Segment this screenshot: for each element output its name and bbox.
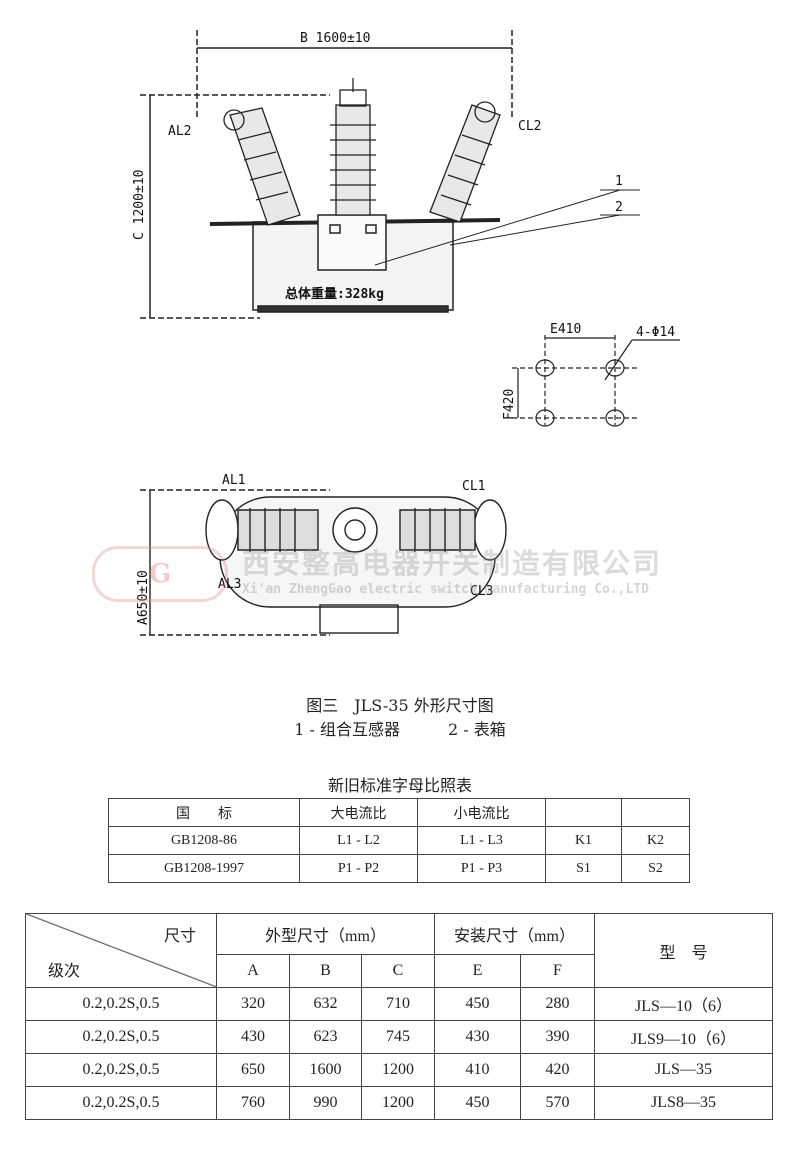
- corner-bottom-label: 级次: [48, 963, 81, 980]
- label-al2: AL2: [168, 124, 191, 139]
- cell-b: 632: [289, 987, 362, 1021]
- cell: K2: [621, 826, 690, 855]
- cell-grade: 0.2,0.2S,0.5: [25, 1020, 217, 1054]
- company-logo: G: [92, 546, 228, 602]
- cell-model: JLS8—35: [594, 1086, 773, 1120]
- cell: L1 - L3: [417, 826, 546, 855]
- table-header-row: 国 标 大电流比 小电流比: [108, 798, 690, 827]
- front-view: [140, 30, 640, 319]
- cell: P1 - P3: [417, 854, 546, 883]
- dimension-table: 尺寸 级次 外型尺寸（mm） 安装尺寸（mm） 型 号 A B C E F 0.…: [25, 913, 773, 1120]
- weight-label: 总体重量:328kg: [285, 286, 384, 302]
- watermark: G 西安整高电器开关制造有限公司 Xi'an ZhengGao electric…: [92, 542, 712, 612]
- standard-comparison-table: 国 标 大电流比 小电流比 GB1208-86 L1 - L2 L1 - L3 …: [108, 798, 690, 883]
- cell-grade: 0.2,0.2S,0.5: [25, 1086, 217, 1120]
- cell-model: JLS—35: [594, 1053, 773, 1087]
- label-al1: AL1: [222, 473, 245, 488]
- corner-top-label: 尺寸: [163, 928, 196, 945]
- header-cell: [621, 798, 690, 827]
- dim-f-label: F420: [502, 389, 517, 420]
- col-header-a: A: [216, 954, 290, 988]
- cell: L1 - L2: [299, 826, 418, 855]
- cell-a: 320: [216, 987, 290, 1021]
- cell: P1 - P2: [299, 854, 418, 883]
- header-cell: 小电流比: [417, 798, 546, 827]
- model-header: 型 号: [594, 913, 773, 988]
- watermark-company-en: Xi'an ZhengGao electric switch manufactu…: [242, 582, 649, 597]
- table-row: GB1208-86 L1 - L2 L1 - L3 K1 K2: [108, 826, 690, 855]
- table1-title: 新旧标准字母比照表: [327, 776, 472, 795]
- top-view: [140, 489, 507, 636]
- cell-f: 420: [520, 1053, 595, 1087]
- callout-2: 2: [615, 200, 623, 215]
- cell-c: 1200: [361, 1053, 435, 1087]
- cell-grade: 0.2,0.2S,0.5: [25, 1053, 217, 1087]
- table-header-row: 尺寸 级次 外型尺寸（mm） 安装尺寸（mm） 型 号: [25, 913, 773, 988]
- table-row: GB1208-1997 P1 - P2 P1 - P3 S1 S2: [108, 854, 690, 883]
- cell-b: 990: [289, 1086, 362, 1120]
- cell-grade: 0.2,0.2S,0.5: [25, 987, 217, 1021]
- label-cl2: CL2: [518, 119, 541, 134]
- cell-model: JLS—10（6）: [594, 987, 773, 1021]
- cell-b: 1600: [289, 1053, 362, 1087]
- figure-caption: 图三 JLS-35 外形尺寸图: [306, 696, 494, 715]
- cell-a: 430: [216, 1020, 290, 1054]
- cell-a: 650: [216, 1053, 290, 1087]
- install-dims-header: 安装尺寸（mm）: [434, 913, 595, 955]
- cell-e: 450: [434, 1086, 521, 1120]
- cell: GB1208-1997: [108, 854, 300, 883]
- table-subheader-row: A B C E F: [26, 954, 773, 988]
- label-cl3: CL3: [470, 584, 493, 599]
- cell-e: 410: [434, 1053, 521, 1087]
- callout-1: 1: [615, 174, 623, 189]
- outer-dims-header: 外型尺寸（mm）: [216, 913, 435, 955]
- label-cl1: CL1: [462, 479, 485, 494]
- cell-c: 710: [361, 987, 435, 1021]
- header-cell: [545, 798, 622, 827]
- col-header-b: B: [289, 954, 362, 988]
- cell: GB1208-86: [108, 826, 300, 855]
- mounting-hole-pattern: [512, 335, 680, 427]
- dim-c-label: C 1200±10: [132, 170, 147, 240]
- dim-e-label: E410: [550, 322, 581, 337]
- cell-f: 570: [520, 1086, 595, 1120]
- cell: K1: [545, 826, 622, 855]
- dim-b-label: B 1600±10: [300, 31, 370, 46]
- cell: S2: [621, 854, 690, 883]
- col-header-c: C: [361, 954, 435, 988]
- cell-model: JLS9—10（6）: [594, 1020, 773, 1054]
- cell: S1: [545, 854, 622, 883]
- cell-e: 450: [434, 987, 521, 1021]
- corner-header-cell: 尺寸 级次: [25, 913, 217, 988]
- dim-a-label: A650±10: [136, 570, 151, 625]
- cell-f: 390: [520, 1020, 595, 1054]
- col-header-e: E: [434, 954, 521, 988]
- cell-a: 760: [216, 1086, 290, 1120]
- cell-c: 745: [361, 1020, 435, 1054]
- cell-b: 623: [289, 1020, 362, 1054]
- holes-label: 4-Φ14: [636, 325, 675, 340]
- cell-c: 1200: [361, 1086, 435, 1120]
- figure-legend: 1 - 组合互感器 2 - 表箱: [294, 720, 506, 739]
- header-cell: 国 标: [108, 798, 300, 827]
- cell-e: 430: [434, 1020, 521, 1054]
- watermark-company-cn: 西安整高电器开关制造有限公司: [242, 547, 663, 580]
- col-header-f: F: [520, 954, 595, 988]
- cell-f: 280: [520, 987, 595, 1021]
- header-cell: 大电流比: [299, 798, 418, 827]
- dimension-drawing: B 1600±10 C 1200±10 AL2 CL2 1 2 总体重量:328…: [132, 30, 680, 636]
